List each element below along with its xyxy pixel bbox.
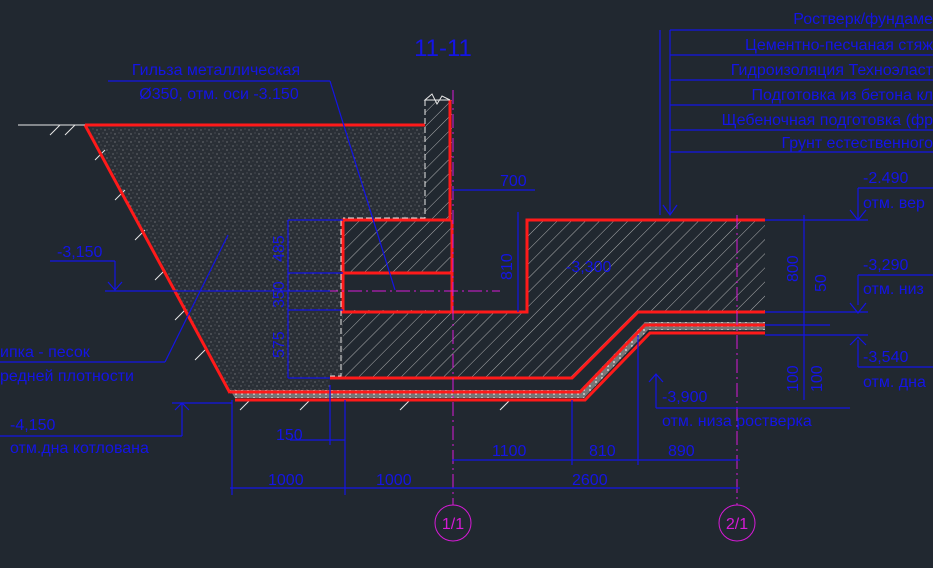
dim-890: 890 bbox=[668, 443, 695, 460]
foundation-raft bbox=[330, 220, 765, 378]
level-raft-bottom: -3,900 bbox=[662, 389, 707, 406]
level-pit-right: -3,540 bbox=[863, 349, 908, 366]
dim-1000-a: 1000 bbox=[268, 472, 304, 489]
dim-700: 700 bbox=[500, 173, 527, 190]
dim-100-a: 100 bbox=[785, 365, 802, 392]
sleeve-note-line1: Гильза металлическая bbox=[132, 62, 300, 79]
level-pit-right-label: отм. дна bbox=[863, 374, 926, 391]
layers-table: Ростверк/фундаме Цементно-песчаная стяж … bbox=[722, 11, 933, 152]
level-pit-bottom-label: отм.дна котлована bbox=[10, 440, 149, 457]
sleeve-note-line2: Ø350, отм. оси -3.150 bbox=[139, 86, 299, 103]
dimension-labels: 700 810 800 50 100 100 485 350 575 150 1… bbox=[268, 173, 830, 489]
outlines bbox=[83, 100, 765, 402]
level-raft-bottom-label: отм. низа ростверка bbox=[662, 413, 812, 430]
dim-810: 810 bbox=[589, 443, 616, 460]
annotation-lines bbox=[0, 29, 933, 495]
dim-2600: 2600 bbox=[572, 472, 608, 489]
dim-150: 150 bbox=[276, 427, 303, 444]
layer-row: Ростверк/фундаме bbox=[793, 11, 933, 28]
dim-1100: 1100 bbox=[492, 443, 527, 460]
axis-marker-2 bbox=[718, 504, 756, 542]
break-line bbox=[423, 93, 451, 106]
layer-row: Грунт естественного bbox=[781, 135, 933, 152]
dim-100-b: 100 bbox=[809, 365, 826, 392]
axis-marker-1 bbox=[434, 504, 472, 542]
layer-row: Щебеночная подготовка (фр bbox=[722, 112, 933, 129]
dim-810-vertical: 810 bbox=[499, 253, 516, 280]
level-bottom-right: -3,290 bbox=[863, 257, 908, 274]
layer-row: Подготовка из бетона кл bbox=[752, 87, 933, 104]
dim-800: 800 bbox=[785, 255, 802, 282]
level-top: -2.490 bbox=[863, 170, 908, 187]
layer-row: Цементно-песчаная стяж bbox=[745, 37, 933, 54]
dim-1000-b: 1000 bbox=[376, 472, 412, 489]
level-top-label: отм. вер bbox=[863, 195, 925, 212]
axis-lines bbox=[300, 90, 738, 505]
backfill-area bbox=[85, 125, 425, 390]
backfill-note-line1: ипка - песок bbox=[0, 344, 91, 361]
waterproofing-lines bbox=[330, 100, 426, 377]
dim-575: 575 bbox=[271, 331, 288, 358]
backfill-note-line2: редней плотности bbox=[0, 368, 134, 385]
layer-row: Гидроизоляция Техноэласт bbox=[731, 62, 933, 79]
dim-485: 485 bbox=[271, 235, 288, 262]
dim-350: 350 bbox=[271, 281, 288, 308]
wall bbox=[425, 100, 452, 220]
level-bottom-right-label: отм. низ bbox=[863, 281, 924, 298]
dim-50: 50 bbox=[813, 274, 830, 292]
level-raft-low: -3,300 bbox=[566, 259, 611, 276]
axis-label-2: 2/1 bbox=[726, 516, 748, 533]
section-title: 11-11 bbox=[414, 35, 472, 62]
level-sleeve-axis: -3,150 bbox=[57, 244, 102, 261]
axis-label-1: 1/1 bbox=[442, 516, 464, 533]
level-pit-bottom: -4,150 bbox=[10, 417, 55, 434]
